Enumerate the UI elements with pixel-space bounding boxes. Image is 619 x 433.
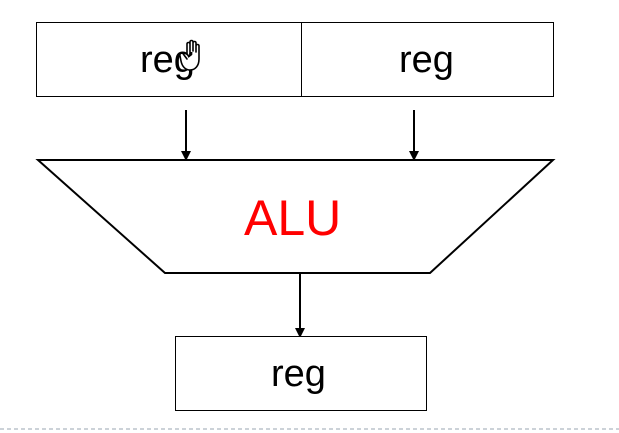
source-register-right (301, 22, 554, 97)
destination-register-label: reg (271, 353, 326, 395)
destination-register (175, 336, 427, 411)
hand-pointer-icon (179, 39, 200, 71)
source-register-left (36, 22, 302, 97)
source-register-right-label: reg (399, 39, 454, 81)
alu-label: ALU (244, 190, 342, 246)
alu-shape (35, 159, 556, 274)
